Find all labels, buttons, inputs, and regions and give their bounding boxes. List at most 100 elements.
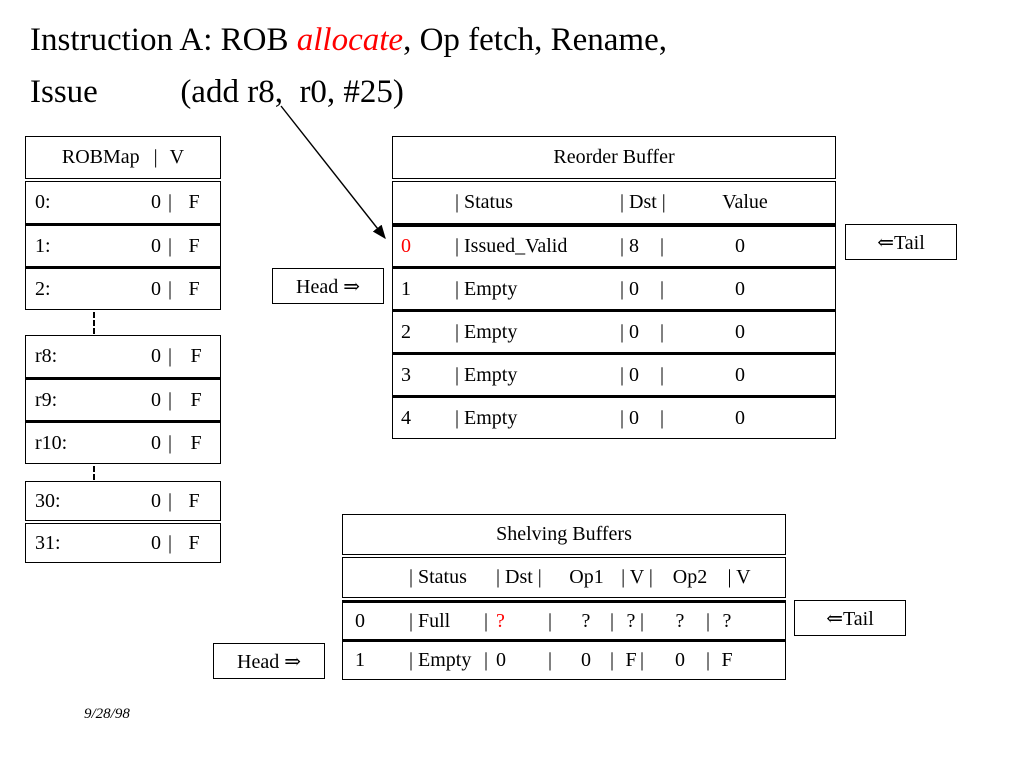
robmap-row-31[interactable]: 31: 0 | F [25, 523, 221, 563]
reorder-buffer-row-1[interactable]: 1 | Empty | 0 | 0 [392, 267, 836, 310]
robmap-row-r10-valid: F [190, 431, 202, 454]
rob-row-1-status: | Empty [455, 277, 518, 300]
shelving-buffers-row-0[interactable]: 0 | Full | ? | ? | ? | ? | ? [342, 600, 786, 640]
sb-row-1-op1: 0 [581, 649, 591, 671]
title-colon-rob: : ROB [203, 22, 297, 58]
robmap-row-30-valid: F [188, 489, 200, 512]
shelving-buffers-title: Shelving Buffers [342, 514, 786, 555]
reorder-buffer-column-header: | Status | Dst | Value [392, 181, 836, 224]
sb-row-1-op2: 0 [675, 649, 685, 671]
reorder-buffer-head-pointer: Head ⇒ [272, 268, 384, 304]
rob-tail-label: ⇐Tail [877, 231, 925, 254]
robmap-row-r8[interactable]: r8: 0 | F [25, 335, 221, 378]
robmap-row-r9[interactable]: r9: 0 | F [25, 378, 221, 421]
sb-row-1-v1: F [625, 649, 637, 671]
robmap-row-2[interactable]: 2: 0 | F [25, 267, 221, 310]
rob-row-3-index: 3 [401, 363, 411, 386]
robmap-row-r10[interactable]: r10: 0 | F [25, 421, 221, 464]
reorder-buffer-row-0[interactable]: 0 | Issued_Valid | 8 | 0 [392, 224, 836, 267]
rob-row-4-index: 4 [401, 406, 411, 429]
sb-row-0-op2: ? [675, 609, 685, 632]
slide-date: 9/28/98 [84, 706, 130, 722]
rob-row-2-status: | Empty [455, 320, 518, 343]
rob-row-2-value: 0 [735, 320, 745, 343]
sb-row-1-dst-separator: | [484, 649, 489, 671]
robmap-row-r8-valid: F [190, 345, 202, 367]
robmap-row-r8-name: r8: [35, 345, 58, 367]
robmap-row-30[interactable]: 30: 0 | F [25, 481, 221, 521]
robmap-row-0-name: 0: [35, 191, 51, 213]
sb-row-0-dst-separator: | [484, 609, 489, 632]
robmap-row-r9-name: r9: [35, 388, 58, 411]
robmap-row-2-separator: | [167, 277, 172, 300]
robmap-row-r10-value: 0 [151, 431, 161, 454]
rob-header-status: | Status [455, 191, 513, 213]
robmap-row-30-value: 0 [151, 489, 161, 512]
robmap-header: ROBMap | V [25, 136, 221, 179]
page-title: Instruction A: ROB allocate, Op fetch, R… [30, 14, 990, 118]
robmap-row-30-separator: | [167, 489, 172, 512]
robmap-row-1-separator: | [167, 234, 172, 257]
robmap-row-31-valid: F [188, 531, 200, 554]
robmap-ellipsis-dashes-upper [93, 312, 95, 334]
robmap-row-31-name: 31: [35, 531, 61, 554]
title-line1-tail: , Op fetch, Rename, [403, 22, 667, 58]
title-allocate-emphasis: allocate [296, 22, 404, 58]
sb-row-0-index: 0 [355, 609, 365, 632]
sb-header-op2: Op2 [672, 566, 708, 588]
rob-head-label: Head ⇒ [296, 275, 360, 298]
reorder-buffer-row-4[interactable]: 4 | Empty | 0 | 0 [392, 396, 836, 439]
sb-header-op1: Op1 [569, 566, 604, 588]
robmap-row-r9-value: 0 [151, 388, 161, 411]
rob-row-1-index: 1 [401, 277, 411, 300]
robmap-header-valid: V [169, 146, 185, 168]
sb-header-dst: | Dst | [496, 566, 542, 588]
sb-header-v1: | V | [621, 566, 653, 588]
robmap-row-0[interactable]: 0: 0 | F [25, 181, 221, 224]
robmap-row-r10-separator: | [167, 431, 172, 454]
sb-tail-label: ⇐Tail [826, 607, 874, 630]
reorder-buffer-row-3[interactable]: 3 | Empty | 0 | 0 [392, 353, 836, 396]
reorder-buffer-title: Reorder Buffer [392, 136, 836, 179]
rob-row-0-index: 0 [401, 235, 411, 257]
robmap-row-2-valid: F [188, 277, 200, 300]
rob-row-3-value: 0 [735, 363, 745, 386]
robmap-row-30-name: 30: [35, 489, 61, 512]
sb-row-0-bar1: | [548, 609, 553, 632]
robmap-header-separator: | [153, 146, 158, 168]
rob-row-3-dst: | 0 [620, 363, 640, 386]
robmap-row-0-separator: | [167, 191, 172, 213]
sb-header-status: | Status [409, 566, 467, 588]
shelving-buffers-column-header: | Status | Dst | Op1 | V | Op2 | V [342, 557, 786, 598]
title-instruction-label: Instruction A [30, 22, 204, 58]
rob-row-0-status: | Issued_Valid [455, 235, 568, 257]
sb-row-0-op1: ? [581, 609, 591, 632]
title-line2: Issue (add r8, r0, #25) [30, 74, 404, 110]
reorder-buffer-title-label: Reorder Buffer [553, 146, 675, 168]
rob-row-0-bar: | [660, 235, 665, 257]
robmap-header-name: ROBMap [61, 146, 140, 168]
sb-row-1-bar2: | [640, 649, 645, 671]
rob-row-3-bar: | [660, 363, 665, 386]
rob-row-4-status: | Empty [455, 406, 518, 429]
sb-row-0-v1: ? [626, 609, 636, 632]
sb-row-1-v2-separator: | [706, 649, 711, 671]
rob-row-1-dst: | 0 [620, 277, 640, 300]
robmap-row-31-separator: | [167, 531, 172, 554]
rob-row-1-bar: | [660, 277, 665, 300]
rob-row-4-bar: | [660, 406, 665, 429]
robmap-row-1-valid: F [188, 234, 200, 257]
rob-row-2-dst: | 0 [620, 320, 640, 343]
sb-row-1-status: | Empty [409, 649, 472, 671]
robmap-row-1-name: 1: [35, 234, 51, 257]
robmap-row-1[interactable]: 1: 0 | F [25, 224, 221, 267]
sb-header-v2: | V [727, 566, 751, 588]
reorder-buffer-row-2[interactable]: 2 | Empty | 0 | 0 [392, 310, 836, 353]
shelving-buffers-row-1[interactable]: 1 | Empty | 0 | 0 | F | 0 | F [342, 640, 786, 680]
sb-row-1-dst-value: 0 [496, 649, 506, 671]
rob-row-2-index: 2 [401, 320, 411, 343]
sb-row-0-v1-separator: | [610, 609, 615, 632]
robmap-row-0-valid: F [188, 191, 200, 213]
sb-head-label: Head ⇒ [237, 650, 301, 673]
sb-row-1-index: 1 [355, 649, 365, 671]
